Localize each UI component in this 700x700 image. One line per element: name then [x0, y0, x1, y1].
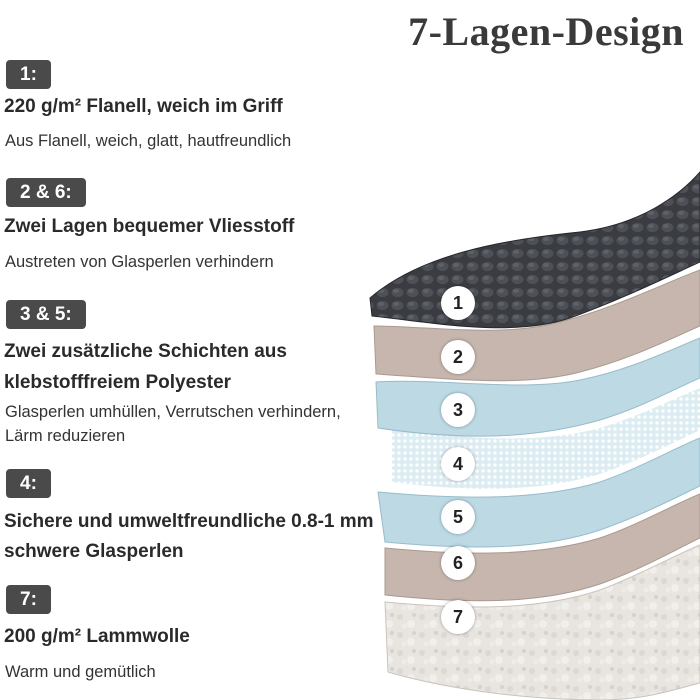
section-7-heading: 200 g/m² Lammwolle: [4, 626, 190, 647]
section-3-5-badge: 3 & 5:: [6, 300, 86, 329]
section-4-heading-line-1: Sichere und umweltfreundliche 0.8-1 mm: [4, 511, 374, 532]
layer-2-number: 2: [441, 340, 475, 374]
section-2-6-description: Austreten von Glasperlen verhindern: [5, 253, 274, 271]
section-3-5-heading-line-1: Zwei zusätzliche Schichten aus: [4, 341, 287, 362]
section-4-heading-line-2: schwere Glasperlen: [4, 541, 184, 562]
section-3-5-heading-line-2: klebstofffreiem Polyester: [4, 372, 232, 393]
layer-6-number: 6: [441, 546, 475, 580]
section-1-description: Aus Flanell, weich, glatt, hautfreundlic…: [5, 132, 292, 150]
section-7-description: Warm und gemütlich: [5, 663, 156, 681]
section-3-5-description-line-2: Lärm reduzieren: [5, 427, 126, 445]
section-3-5-description-line-1: Glasperlen umhüllen, Verrutschen verhind…: [5, 403, 341, 421]
section-1-heading: 220 g/m² Flanell, weich im Griff: [4, 96, 283, 117]
page-title: 7-Lagen-Design: [408, 9, 684, 54]
section-4-badge: 4:: [6, 469, 51, 498]
layer-4-number: 4: [441, 447, 475, 481]
layer-3-number: 3: [441, 393, 475, 427]
section-2-6-heading: Zwei Lagen bequemer Vliesstoff: [4, 216, 295, 237]
layer-7-number: 7: [441, 600, 475, 634]
section-2-6-badge: 2 & 6:: [6, 178, 86, 207]
layer-7-lambswool: [384, 544, 700, 700]
layer-1-number: 1: [441, 286, 475, 320]
section-7-badge: 7:: [6, 585, 51, 614]
layer-5-number: 5: [441, 500, 475, 534]
section-1-badge: 1:: [6, 60, 51, 89]
